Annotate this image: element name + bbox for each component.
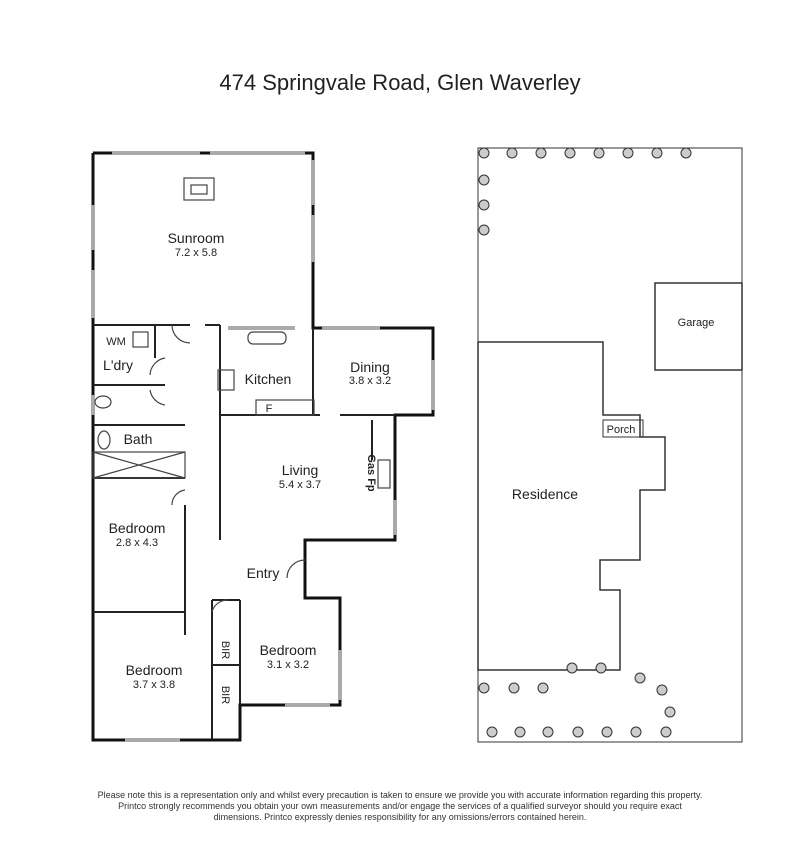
laundry-label: L'dry <box>103 357 133 373</box>
tree-icon <box>506 147 518 159</box>
tree-icon <box>651 147 663 159</box>
tree-icon <box>566 662 578 674</box>
tree-icon <box>630 726 642 738</box>
tree-icon <box>656 684 668 696</box>
wm-label: WM <box>106 336 126 348</box>
bedroom1-label: Bedroom <box>109 520 166 536</box>
tree-icon <box>622 147 634 159</box>
dining-label: Dining <box>350 359 390 375</box>
sunroom-label: Sunroom <box>168 230 225 246</box>
bedroom3-size: 3.1 x 3.2 <box>267 659 309 671</box>
porch-label: Porch <box>607 424 636 436</box>
bir2-label: BIR <box>219 686 231 704</box>
bedroom1-size: 2.8 x 4.3 <box>116 537 158 549</box>
dining-size: 3.8 x 3.2 <box>349 375 391 387</box>
room-labels: Sunroom 7.2 x 5.8 WM L'dry Kitchen F Din… <box>103 230 391 704</box>
bedroom2-size: 3.7 x 3.8 <box>133 679 175 691</box>
plan-title: 474 Springvale Road, Glen Waverley <box>219 70 581 95</box>
bir1-label: BIR <box>219 641 231 659</box>
tree-icon <box>680 147 692 159</box>
site-boundary <box>477 147 743 743</box>
living-label: Living <box>282 462 319 478</box>
tree-icon <box>508 682 520 694</box>
tree-icon <box>514 726 526 738</box>
tree-icon <box>478 224 490 236</box>
tree-icon <box>564 147 576 159</box>
residence-label: Residence <box>512 486 578 502</box>
tree-icon <box>601 726 613 738</box>
disclaimer-line: dimensions. Printco expressly denies res… <box>213 812 587 822</box>
garage-label: Garage <box>678 317 715 329</box>
fixtures <box>92 177 391 613</box>
bedroom2-label: Bedroom <box>126 662 183 678</box>
bath-label: Bath <box>124 431 153 447</box>
disclaimer: Please note this is a representation onl… <box>60 790 740 823</box>
kitchen-label: Kitchen <box>245 371 292 387</box>
gas-fireplace-label: Gas Fp <box>365 454 377 492</box>
trees <box>478 147 692 738</box>
tree-icon <box>537 682 549 694</box>
tree-icon <box>593 147 605 159</box>
disclaimer-line: Please note this is a representation onl… <box>97 790 703 800</box>
tree-icon <box>478 199 490 211</box>
tree-icon <box>478 147 490 159</box>
tree-icon <box>664 706 676 718</box>
porch-outline <box>602 419 644 438</box>
tree-icon <box>478 682 490 694</box>
fridge-label: F <box>266 403 273 415</box>
site-plan <box>477 147 743 743</box>
living-size: 5.4 x 3.7 <box>279 479 321 491</box>
tree-icon <box>535 147 547 159</box>
bedroom3-label: Bedroom <box>260 642 317 658</box>
windows <box>91 151 435 742</box>
tree-icon <box>634 672 646 684</box>
tree-icon <box>478 174 490 186</box>
disclaimer-line: Printco strongly recommends you obtain y… <box>118 801 682 811</box>
tree-icon <box>572 726 584 738</box>
tree-icon <box>542 726 554 738</box>
entry-label: Entry <box>247 565 280 581</box>
residence-outline <box>477 341 666 671</box>
tree-icon <box>486 726 498 738</box>
site-labels: Garage Porch Residence <box>512 317 714 502</box>
tree-icon <box>595 662 607 674</box>
tree-icon <box>660 726 672 738</box>
sunroom-size: 7.2 x 5.8 <box>175 247 217 259</box>
garage-outline <box>654 282 743 371</box>
